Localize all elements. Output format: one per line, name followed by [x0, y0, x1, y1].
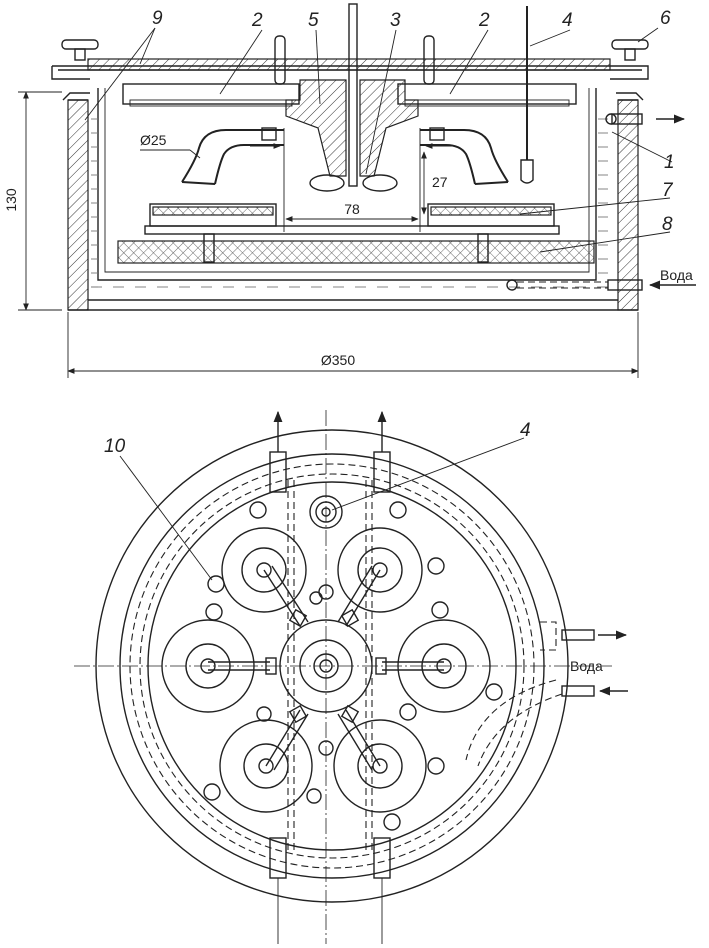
heater-left	[122, 83, 300, 105]
label-3: 3	[390, 10, 401, 31]
stirrer-housing	[285, 79, 347, 177]
label-8: 8	[662, 214, 673, 235]
dimension-130-label: 130	[3, 188, 19, 212]
central-hub	[279, 619, 373, 713]
dimension-27: 27	[421, 151, 448, 215]
lid-knob-right	[611, 39, 649, 61]
label-2-right: 2	[478, 10, 490, 31]
outer-wall-left	[67, 99, 89, 311]
section-view: 130 Ø350 78 27 Ø25 9 2 5	[3, 3, 696, 378]
outer-wall-right	[617, 99, 639, 311]
dish-left	[161, 619, 277, 713]
stirrer-shaft	[348, 3, 358, 187]
nozzle-left	[181, 129, 284, 185]
water-outlet	[605, 113, 686, 125]
lid-knob-left	[61, 39, 99, 61]
stirrer-blade-left	[309, 174, 345, 192]
dish-top-left	[221, 527, 309, 628]
thermometer-bulb	[520, 159, 534, 184]
dimension-130: 130	[3, 91, 62, 311]
label-1: 1	[664, 152, 675, 173]
dimension-350-label: Ø350	[321, 352, 355, 368]
label-5: 5	[308, 10, 319, 31]
riser-tubes	[269, 410, 391, 944]
nozzle-right	[420, 129, 509, 185]
heater-right	[397, 83, 577, 105]
dimension-25-label: Ø25	[140, 132, 167, 148]
water-inlet	[506, 279, 696, 291]
dish-bottom-left	[219, 704, 313, 813]
small-holes	[203, 501, 503, 831]
label-6: 6	[660, 8, 671, 29]
dish-right	[375, 619, 491, 713]
heating-plate	[117, 240, 595, 264]
dimension-350: Ø350	[67, 312, 639, 378]
water-label-side: Вода	[660, 267, 693, 283]
thermometer-port	[309, 495, 343, 529]
water-label-top: Вода	[570, 658, 603, 674]
label-9: 9	[152, 8, 163, 29]
label-10: 10	[104, 436, 126, 457]
lid-frame	[51, 65, 649, 80]
plan-view: Вода	[74, 410, 628, 944]
dimension-78-label: 78	[344, 201, 360, 217]
plan-water-connections: Вода	[465, 621, 628, 767]
tray	[144, 225, 560, 235]
dimension-25: Ø25	[140, 132, 201, 159]
label-4-top: 4	[562, 10, 573, 31]
dish-bottom-right	[333, 704, 427, 813]
outer-ring	[95, 429, 569, 903]
dish-top-right	[337, 527, 423, 628]
dimension-27-label: 27	[432, 174, 448, 190]
stirrer-blade-right	[362, 174, 398, 192]
label-2-left: 2	[251, 10, 263, 31]
dimension-78: 78	[285, 201, 419, 222]
label-4-plan: 4	[520, 420, 531, 441]
label-7: 7	[662, 180, 674, 201]
